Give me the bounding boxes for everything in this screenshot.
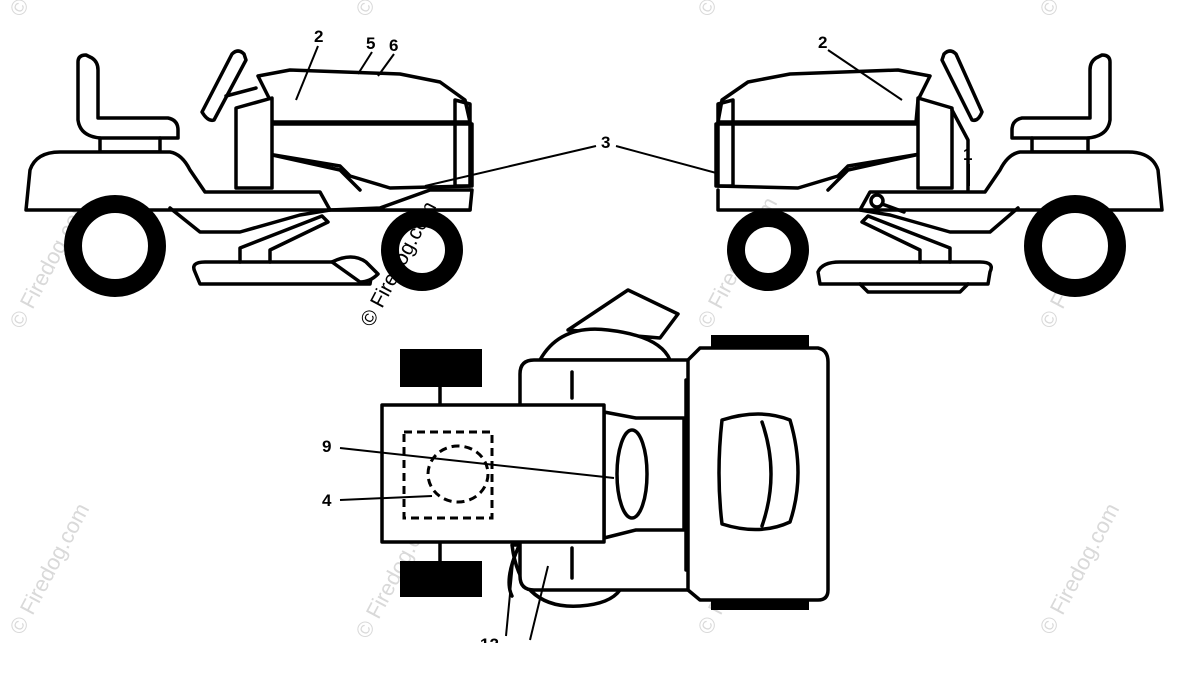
- rear-fender: [24, 150, 332, 212]
- mower-deck: [816, 260, 993, 286]
- rear-wheel-bottom: [400, 561, 482, 597]
- lever: [880, 202, 906, 214]
- leader-2-left: [295, 45, 319, 101]
- hood-grille: [453, 98, 472, 188]
- callout-3: 3: [601, 133, 610, 152]
- rear-wheel-hub: [1040, 211, 1110, 281]
- front-frame: [328, 188, 474, 212]
- deck-lift-arm: [860, 214, 952, 264]
- hood: [716, 68, 932, 124]
- callout-4: 4: [322, 491, 332, 510]
- decal-outline: [402, 430, 494, 520]
- watermark: © Firedog.com: [692, 0, 782, 20]
- dash-line: [826, 152, 922, 192]
- watermark: © Firedog.com: [4, 0, 94, 20]
- seat-base: [1030, 136, 1090, 154]
- tractor-left-side-view: [24, 49, 474, 297]
- leader-3-left: [424, 145, 597, 187]
- watermark: © Firedog.com: [4, 499, 94, 638]
- callout-5: 5: [366, 34, 375, 53]
- hood-grille: [716, 98, 735, 188]
- rear-fender: [858, 150, 1164, 212]
- seat: [1010, 53, 1112, 140]
- front-wheel-hub: [397, 225, 447, 275]
- steering-column: [224, 86, 258, 98]
- decal-oval: [426, 444, 490, 504]
- watermark: © Firedog.com: [350, 0, 440, 20]
- leader-2-right: [827, 49, 903, 101]
- seat: [76, 53, 180, 140]
- hood-bulge-ridge: [760, 420, 773, 528]
- front-wheel-hub: [743, 225, 793, 275]
- callout-2-right: 2: [818, 33, 827, 52]
- dash-pillar: [916, 96, 954, 190]
- hood: [256, 68, 472, 124]
- mower-deck-top: [538, 327, 672, 362]
- rear-wheel-hub: [80, 211, 150, 281]
- callouts-left: 2 5 6: [295, 27, 398, 101]
- frame: [716, 188, 1020, 234]
- leader-4: [339, 495, 433, 501]
- steering-wheel: [940, 49, 984, 123]
- steering-wheel-top: [615, 428, 649, 520]
- discharge-chute: [330, 255, 380, 284]
- front-wheel-bottom: [711, 600, 809, 610]
- deck-baffle: [858, 282, 970, 294]
- steering-wheel: [200, 49, 248, 123]
- callouts-right: 2 1: [818, 33, 972, 186]
- dash-pillar: [234, 96, 274, 190]
- callout-6: 6: [389, 36, 398, 55]
- leader-12-a: [505, 551, 515, 637]
- hood-bulge: [717, 412, 800, 532]
- callout-2-left: 2: [314, 27, 323, 46]
- rear-wheel-top: [400, 349, 482, 387]
- leader-6: [377, 53, 395, 77]
- callout-1: 1: [963, 145, 972, 164]
- lever-knob: [869, 193, 885, 209]
- dash-line: [266, 152, 362, 192]
- leader-12-b: [529, 565, 549, 641]
- bottom-crop: [0, 643, 1200, 689]
- seat-base: [98, 136, 162, 154]
- callout-9: 9: [322, 437, 331, 456]
- leader-5: [357, 51, 373, 75]
- watermark: © Firedog.com: [1034, 499, 1124, 638]
- tractor-right-side-view: [714, 49, 1164, 297]
- watermark: © Firedog.com: [1034, 0, 1124, 20]
- leader-9: [339, 447, 615, 479]
- deck-lift-arm: [238, 214, 330, 264]
- engine-cover: [714, 122, 922, 190]
- engine-cover: [266, 122, 474, 190]
- tractor-top-view: [380, 288, 830, 610]
- front-wheel-top: [711, 335, 809, 347]
